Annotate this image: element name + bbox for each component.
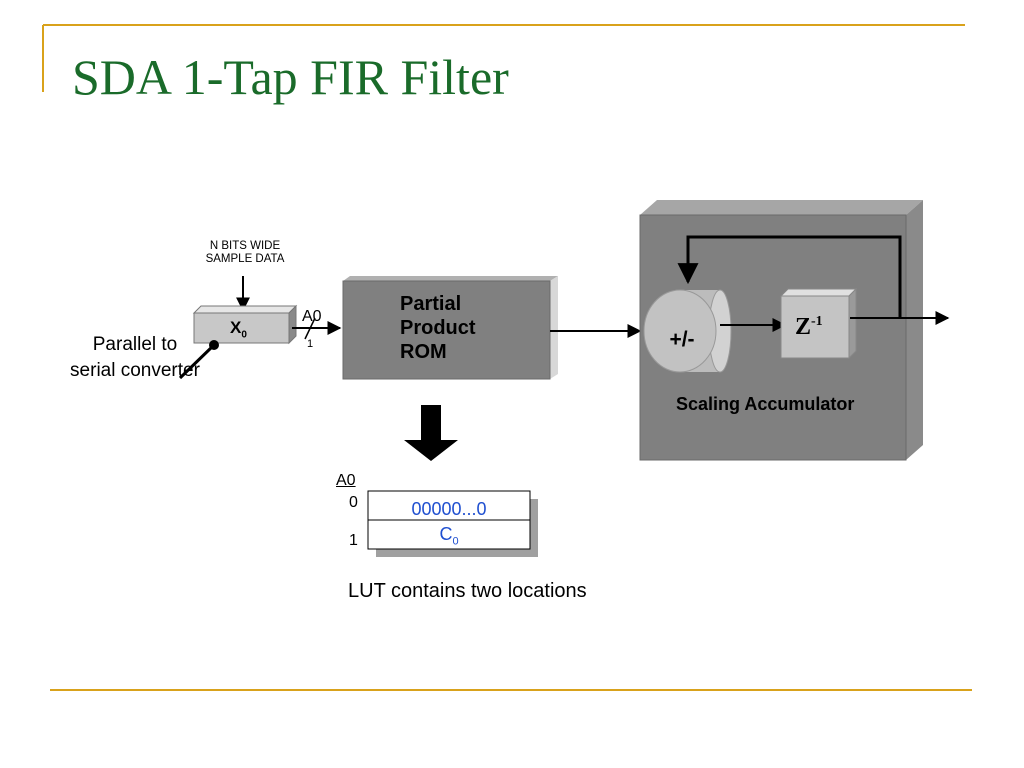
lut-caption: LUT contains two locations <box>348 580 587 602</box>
converter-switch <box>178 343 216 380</box>
delay-label-superscript: -1 <box>811 314 823 329</box>
bus-width-slash <box>304 317 316 340</box>
lut-row-address-0: 0 <box>349 494 358 511</box>
lut-row-value-1-subscript: 0 <box>452 535 459 548</box>
rom-label-line-2: Product <box>400 317 476 339</box>
address-label: A0 <box>302 308 322 325</box>
adder-label: +/- <box>669 328 695 351</box>
delay-label: Z-1 <box>795 314 823 341</box>
delay-label-text: Z <box>795 314 812 340</box>
delay-box <box>779 287 858 360</box>
converter-label: Parallel to serial converter <box>70 334 200 381</box>
slide-title: SDA 1-Tap FIR Filter <box>72 49 509 105</box>
lut-address-header: A0 <box>336 472 356 489</box>
register-label-subscript: 0 <box>241 329 247 341</box>
address-width-label: 1 <box>307 338 314 350</box>
rom-to-lut-arrow <box>404 405 458 461</box>
x0-register <box>192 304 298 345</box>
rom-label-line-3: ROM <box>400 341 447 363</box>
register-label-text: X <box>230 318 242 337</box>
rom-label: Partial Product ROM <box>400 292 476 364</box>
lut-row-value-1: C0 <box>368 524 530 548</box>
partial-product-rom <box>342 276 558 380</box>
converter-switch-pivot <box>209 340 219 350</box>
feedback-loop-arrow <box>677 235 902 318</box>
register-label: X0 <box>230 318 247 340</box>
slide-accent-lines <box>42 24 972 691</box>
rom-label-line-1: Partial <box>400 293 462 315</box>
adder-cylinder <box>643 289 732 373</box>
lut-row-value-0: 00000...0 <box>411 499 487 519</box>
lut-row-address-1: 1 <box>349 532 358 549</box>
lut-row-value-1-text: C <box>439 524 453 544</box>
input-data-label: N BITS WIDE SAMPLE DATA <box>205 240 285 265</box>
accumulator-label: Scaling Accumulator <box>676 394 855 414</box>
lut-table <box>367 490 538 557</box>
